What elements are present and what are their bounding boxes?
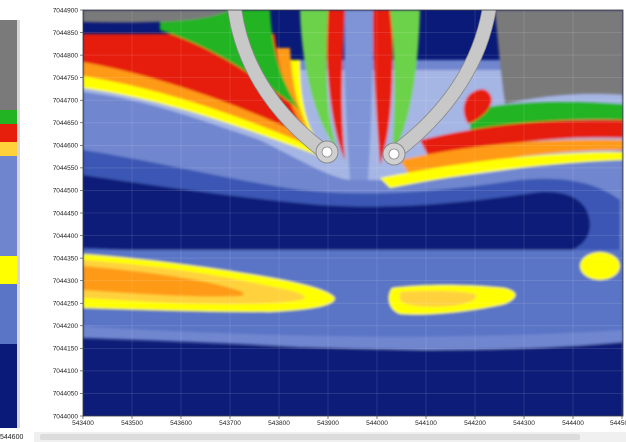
east-breakwater-edge: [393, 10, 497, 157]
east-breakwater: [391, 10, 497, 157]
y-tick-label: 7044150: [53, 346, 79, 353]
left-panel-divider: [17, 20, 20, 428]
contour-band-south-navy: [83, 340, 623, 416]
west-breakwater-head-core: [321, 146, 333, 158]
y-tick-label: 7044050: [53, 391, 79, 398]
x-tick-label: 544100: [415, 420, 437, 427]
coast-east-green: [470, 101, 623, 132]
y-tick-label: 7044650: [53, 120, 79, 127]
grid-lines: [83, 10, 623, 416]
coast-east-grey: [495, 10, 623, 104]
x-tick-label: 543500: [121, 420, 143, 427]
shoal-orange-east: [400, 290, 477, 307]
west-breakwater: [227, 10, 329, 157]
y-tick-label: 7044500: [53, 188, 79, 195]
y-tick-label: 7044000: [53, 413, 79, 420]
x-tick-label: 544300: [513, 420, 535, 427]
breakwater-structures: [227, 10, 497, 166]
coast-west-grey: [83, 10, 230, 23]
x-tick-label: 543400: [72, 420, 94, 427]
coast-east-red-spit: [463, 89, 492, 124]
contour-field: [83, 10, 623, 416]
y-tick-label: 7044200: [53, 323, 79, 330]
y-tick-label: 7044700: [53, 98, 79, 105]
channel-right-bank: [372, 10, 393, 165]
left-panel-x-tick: 544600: [0, 434, 23, 441]
y-tick-label: 7044450: [53, 210, 79, 217]
channel-water: [344, 10, 375, 180]
x-tick-label: 543600: [170, 420, 192, 427]
y-tick-label: 7044900: [53, 7, 79, 14]
x-tick-label: 544000: [366, 420, 388, 427]
y-tick-label: 7044100: [53, 368, 79, 375]
y-tick-label: 7044850: [53, 30, 79, 37]
y-tick-label: 7044800: [53, 52, 79, 59]
x-tick-label: 544500: [610, 420, 626, 427]
y-tick-label: 7044600: [53, 143, 79, 150]
y-tick-label: 7044750: [53, 75, 79, 82]
horizontal-scrollbar[interactable]: [34, 432, 626, 442]
y-tick-label: 7044250: [53, 301, 79, 308]
x-axis: 543400 543500 543600 543700 543800 543900 5440…: [72, 416, 626, 427]
channel-right-green: [390, 10, 420, 155]
coast-west-green: [160, 10, 300, 110]
scrollbar-thumb[interactable]: [40, 434, 580, 440]
y-tick-label: 7044350: [53, 255, 79, 262]
west-breakwater-edge: [227, 10, 327, 157]
x-tick-label: 544200: [464, 420, 486, 427]
left-panel-field: [0, 20, 17, 428]
x-tick-label: 543700: [219, 420, 241, 427]
left-panel: 544600: [0, 0, 34, 442]
east-breakwater-head-core: [388, 148, 400, 160]
x-tick-label: 544400: [562, 420, 584, 427]
x-tick-label: 543800: [268, 420, 290, 427]
coast-east-orange: [400, 139, 623, 176]
x-tick-label: 543900: [317, 420, 339, 427]
channel-left-bank: [325, 10, 345, 160]
y-tick-label: 7044400: [53, 233, 79, 240]
y-tick-label: 7044300: [53, 278, 79, 285]
shoal-yellow-southeast: [580, 252, 620, 280]
contour-band-navy-trench: [83, 175, 590, 261]
channel-left-green: [300, 10, 338, 150]
y-tick-label: 7044550: [53, 165, 79, 172]
shoal-deep-orange-west: [83, 266, 244, 297]
y-axis: 7044000 7044050 7044100 7044150 7044200 70442…: [53, 7, 83, 420]
coast-east-yellow: [380, 152, 623, 188]
